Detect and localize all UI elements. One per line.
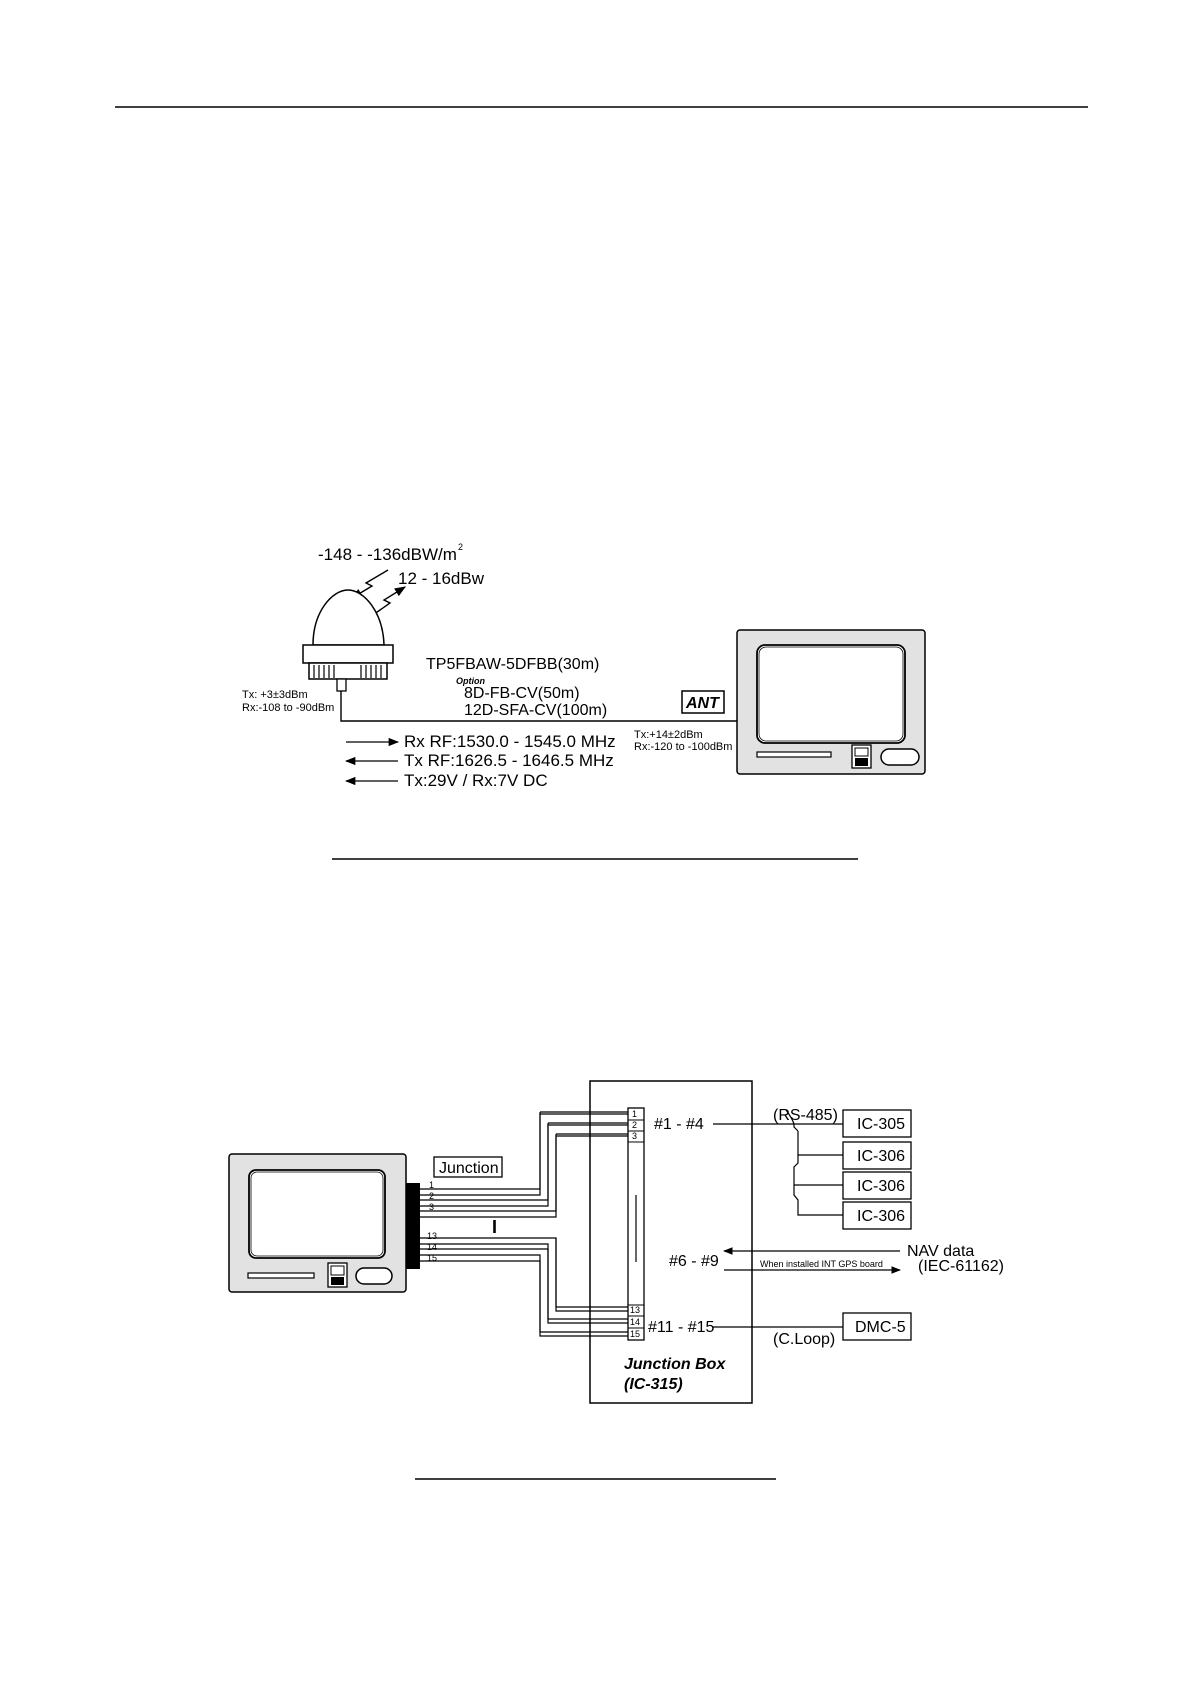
terminal-rx-level: Rx:-120 to -100dBm	[634, 741, 732, 753]
rs485-bus-lines	[713, 1109, 843, 1216]
svg-text:DMC-5: DMC-5	[855, 1319, 906, 1336]
box-pin-14: 14	[630, 1317, 640, 1327]
antenna-rx-level: Rx:-108 to -90dBm	[242, 702, 334, 714]
eirp-label: 12 - 16dBw	[398, 569, 485, 588]
device-ic-306-c: IC-306	[842, 1201, 912, 1230]
junction-tag	[433, 1156, 503, 1178]
left-pin-15: 15	[427, 1253, 437, 1263]
coax-cable-line	[340, 691, 737, 722]
nav-standard-label: (IEC-61162)	[918, 1258, 1004, 1275]
antenna-connection-diagram: -148 - -136dBW/m 2 12 - 16dBw Tx: +3±3dB…	[242, 542, 926, 790]
wire-bundle-lower	[420, 1237, 628, 1337]
device-ic-306-b: IC-306	[842, 1171, 912, 1200]
nav-data-label: NAV data	[907, 1243, 974, 1260]
option-cable-1-label: 8D-FB-CV(50m)	[464, 685, 580, 702]
rs485-label: (RS-485)	[773, 1107, 838, 1124]
device-ic-306-a: IC-306	[842, 1141, 912, 1170]
rx-rf-label: Rx RF:1530.0 - 1545.0 MHz	[404, 732, 616, 751]
svg-text:IC-306: IC-306	[857, 1208, 905, 1225]
antenna-unit-icon	[302, 589, 394, 692]
svg-text:IC-306: IC-306	[857, 1148, 905, 1165]
left-pin-3: 3	[429, 1202, 434, 1212]
ant-connector-tag	[681, 690, 725, 714]
left-pin-1: 1	[429, 1180, 434, 1190]
box-pin-3: 3	[632, 1131, 637, 1141]
current-loop-label: (C.Loop)	[773, 1331, 835, 1348]
dc-power-label: Tx:29V / Rx:7V DC	[404, 771, 548, 790]
box-title-line-1: Junction Box	[624, 1356, 726, 1373]
gps-note-label: When installed INT GPS board	[760, 1259, 883, 1269]
ant-connector-label: ANT	[685, 695, 720, 712]
terminal-unit-left-icon	[228, 1153, 420, 1293]
device-dmc-5: DMC-5	[842, 1312, 912, 1341]
pin-group-1-4: #1 - #4	[654, 1116, 704, 1133]
uplink-bolt-icon	[369, 586, 406, 618]
box-pin-1: 1	[632, 1109, 637, 1119]
antenna-tx-level: Tx: +3±3dBm	[242, 689, 308, 701]
junction-tag-label: Junction	[439, 1160, 499, 1177]
device-ic-305: IC-305	[842, 1109, 912, 1138]
svg-text:IC-305: IC-305	[857, 1116, 905, 1133]
cable-separator-mark: I	[492, 1217, 497, 1237]
terminal-unit-icon	[736, 629, 926, 775]
downlink-bolt-icon	[351, 569, 389, 599]
box-pin-2: 2	[632, 1120, 637, 1130]
field-strength-label: -148 - -136dBW/m	[318, 545, 457, 564]
main-cable-label: TP5FBAW-5DFBB(30m)	[426, 656, 599, 673]
box-pin-13: 13	[630, 1305, 640, 1315]
left-pin-2: 2	[429, 1191, 434, 1201]
box-title-line-2: (IC-315)	[624, 1376, 683, 1393]
option-label: Option	[456, 676, 485, 686]
junction-box-outline	[589, 1080, 753, 1404]
pin-group-11-15: #11 - #15	[648, 1319, 715, 1336]
pin-group-6-9: #6 - #9	[669, 1253, 719, 1270]
option-cable-2-label: 12D-SFA-CV(100m)	[464, 702, 607, 719]
box-pin-15: 15	[630, 1329, 640, 1339]
tx-rf-label: Tx RF:1626.5 - 1646.5 MHz	[404, 751, 614, 770]
wire-bundle-upper	[420, 1111, 628, 1218]
left-pin-13: 13	[427, 1231, 437, 1241]
svg-text:IC-306: IC-306	[857, 1178, 905, 1195]
junction-box-diagram: Junction 1 2 3 13 14 15 I	[228, 1080, 1004, 1404]
field-strength-superscript: 2	[458, 542, 463, 552]
left-pin-14: 14	[427, 1242, 437, 1252]
terminal-tx-level: Tx:+14±2dBm	[634, 729, 703, 741]
